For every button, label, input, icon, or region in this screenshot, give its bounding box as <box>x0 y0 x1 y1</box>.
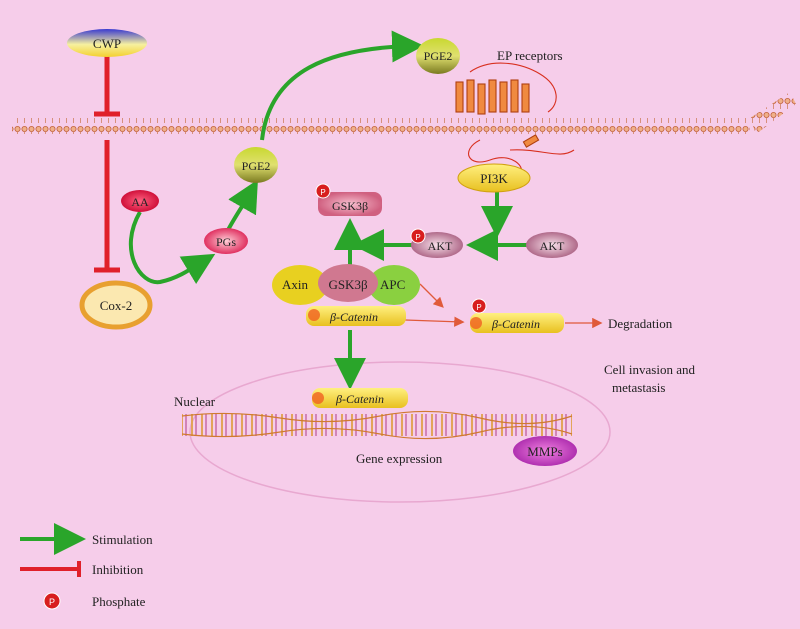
mmps-node: MMPs <box>513 436 577 466</box>
legend-phosphate-mark: P <box>49 597 55 607</box>
gene-expression-label: Gene expression <box>356 451 443 466</box>
bcat-complex-label: β-Catenin <box>329 310 378 324</box>
legend-phosphate-label: Phosphate <box>92 594 146 609</box>
edge-pge2-pge2 <box>260 30 424 141</box>
ep-receptor-icon <box>455 62 575 179</box>
phosphate-mark: P <box>476 303 481 312</box>
akt-node: AKT <box>526 232 578 258</box>
stimulation-edges <box>128 30 530 390</box>
degradation-label: Degradation <box>608 316 673 331</box>
cell-invasion-line2: metastasis <box>612 380 665 395</box>
cell-invasion-line1: Cell invasion and <box>604 362 695 377</box>
gsk3b-p-node: GSK3β P <box>315 183 382 216</box>
pge2-inner-node: PGE2 <box>234 147 278 183</box>
cell-membrane <box>12 92 796 134</box>
bcat-nuclear-label: β-Catenin <box>335 392 384 406</box>
phosphate-icon <box>410 228 426 244</box>
bcat-p-label: β-Catenin <box>491 317 540 331</box>
inhibition-edge-cwp-cox2 <box>94 52 120 273</box>
legend-stimulation-label: Stimulation <box>92 532 153 547</box>
pge2-outer-label: PGE2 <box>424 49 453 63</box>
legend-phosphate-icon <box>43 592 61 610</box>
pgs-label: PGs <box>216 235 236 249</box>
cwp-node: CWP <box>67 29 147 57</box>
cwp-label: CWP <box>93 36 121 51</box>
edge-aa-pgs <box>128 210 216 285</box>
pgs-node: PGs <box>204 228 248 254</box>
pi3k-label: PI3K <box>480 171 508 186</box>
destruction-complex: Axin GSK3β APC β-Catenin <box>272 264 420 326</box>
bcat-complex-node <box>306 306 406 326</box>
axin-label: Axin <box>282 277 309 292</box>
apc-node <box>368 265 420 305</box>
ep-receptors-label: EP receptors <box>497 48 563 63</box>
akt-p-node: AKT P <box>410 228 463 258</box>
phosphate-icon <box>471 298 487 314</box>
legend: Stimulation Inhibition P Phosphate <box>20 523 153 610</box>
degradation-edges <box>404 283 603 329</box>
phosphate-mark: P <box>320 188 325 197</box>
pge2-outer-node: PGE2 <box>416 38 460 74</box>
cox2-label: Cox-2 <box>100 298 133 313</box>
nuclear-label: Nuclear <box>174 394 216 409</box>
legend-inhibition-label: Inhibition <box>92 562 144 577</box>
axin-node <box>272 265 328 305</box>
akt-p-label: AKT <box>428 239 453 253</box>
phosphate-icon <box>315 183 331 199</box>
cell-invasion-label: Cell invasion and metastasis <box>604 362 698 395</box>
bcat-nuclear-node: β-Catenin <box>312 388 408 408</box>
aa-label: AA <box>131 195 149 209</box>
gsk3b-node <box>318 264 378 302</box>
pi3k-node: PI3K <box>457 163 531 193</box>
aa-node: AA <box>121 190 159 212</box>
cox2-node: Cox-2 <box>79 280 153 330</box>
mmps-label: MMPs <box>527 444 562 459</box>
bcat-p-node: β-Catenin P <box>470 298 564 333</box>
pge2-inner-label: PGE2 <box>242 159 271 173</box>
akt-label: AKT <box>540 239 565 253</box>
gsk3b-label: GSK3β <box>328 277 368 292</box>
edge-pgs-pge2 <box>226 179 258 231</box>
apc-label: APC <box>380 277 405 292</box>
gsk3b-p-label: GSK3β <box>332 199 368 213</box>
phosphate-mark: P <box>415 233 420 242</box>
dna-strand <box>181 410 573 440</box>
